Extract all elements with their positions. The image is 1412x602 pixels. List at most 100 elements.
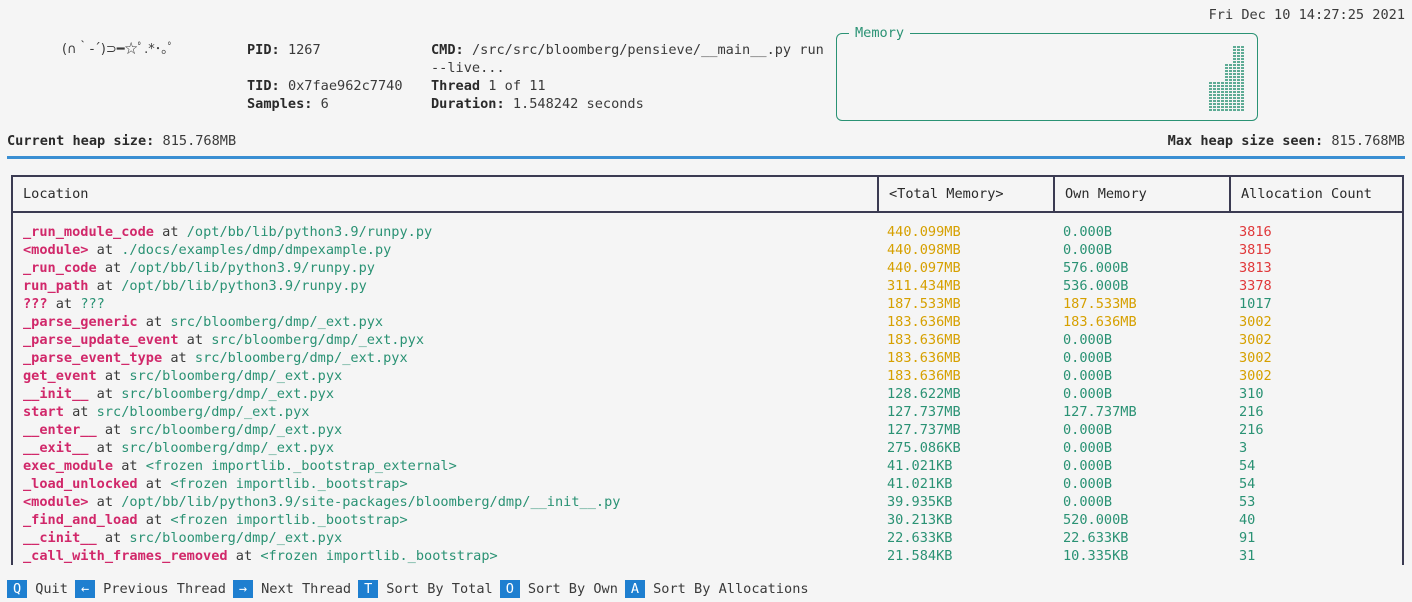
allocation-count-cell: 216 — [1239, 422, 1264, 438]
table-row[interactable]: start at src/bloomberg/dmp/_ext.pyx 127.7… — [13, 403, 1402, 421]
own-memory-cell: 0.000B — [1063, 440, 1113, 456]
pid-value: 1267 — [287, 42, 321, 58]
table-row[interactable]: run_path at /opt/bb/lib/python3.9/runpy.… — [13, 277, 1402, 295]
function-name: _run_code — [23, 260, 97, 276]
samples-value: 6 — [320, 96, 329, 112]
table-row[interactable]: _parse_event_type at src/bloomberg/dmp/_… — [13, 349, 1402, 367]
function-name: _call_with_frames_removed — [23, 548, 228, 564]
table-row[interactable]: _run_code at /opt/bb/lib/python3.9/runpy… — [13, 259, 1402, 277]
function-name: get_event — [23, 368, 97, 384]
file-path: src/bloomberg/dmp/_ext.pyx — [121, 386, 335, 402]
table-row[interactable]: <module> at ./docs/examples/dmp/dmpexamp… — [13, 241, 1402, 259]
file-path: ./docs/examples/dmp/dmpexample.py — [121, 242, 392, 258]
function-name: _find_and_load — [23, 512, 138, 528]
total-memory-cell: 311.434MB — [887, 278, 961, 294]
file-path: src/bloomberg/dmp/_ext.pyx — [129, 422, 343, 438]
key-left-arrow-icon[interactable]: ← — [74, 580, 96, 598]
column-header-allocation-count[interactable]: Allocation Count — [1229, 177, 1402, 211]
samples-line: Samples: 6 — [247, 95, 329, 113]
at-separator: at — [137, 314, 171, 330]
tid-label: TID: — [247, 78, 280, 94]
table-row[interactable]: _call_with_frames_removed at <frozen imp… — [13, 547, 1402, 565]
location-cell: _call_with_frames_removed at <frozen imp… — [23, 547, 498, 565]
column-header-location[interactable]: Location — [23, 186, 89, 202]
allocation-count-cell: 1017 — [1239, 296, 1272, 312]
own-memory-cell: 183.636MB — [1063, 314, 1137, 330]
own-memory-cell: 187.533MB — [1063, 296, 1137, 312]
table-row[interactable]: _load_unlocked at <frozen importlib._boo… — [13, 475, 1402, 493]
allocation-count-cell: 31 — [1239, 548, 1256, 564]
file-path: src/bloomberg/dmp/_ext.pyx — [211, 332, 425, 348]
key-q[interactable]: Q — [7, 580, 28, 598]
function-name: _parse_update_event — [23, 332, 179, 348]
function-name: run_path — [23, 278, 89, 294]
function-name: __enter__ — [23, 422, 97, 438]
location-cell: ??? at ??? — [23, 295, 105, 313]
file-path: src/bloomberg/dmp/_ext.pyx — [96, 404, 310, 420]
allocation-count-cell: 91 — [1239, 530, 1256, 546]
cmd-value: /src/src/bloomberg/pensieve/__main__.py … — [471, 42, 824, 58]
table-row[interactable]: exec_module at <frozen importlib._bootst… — [13, 457, 1402, 475]
current-heap-label: Current heap size: — [7, 133, 155, 149]
own-memory-cell: 0.000B — [1063, 386, 1113, 402]
allocation-count-cell: 216 — [1239, 404, 1264, 420]
file-path: <frozen importlib._bootstrap_external> — [145, 458, 457, 474]
allocation-count-cell: 310 — [1239, 386, 1264, 402]
max-heap-value: 815.768MB — [1331, 133, 1405, 149]
table-row[interactable]: <module> at /opt/bb/lib/python3.9/site-p… — [13, 493, 1402, 511]
key-a[interactable]: A — [624, 580, 646, 598]
table-row[interactable]: _find_and_load at <frozen importlib._boo… — [13, 511, 1402, 529]
pid-line: PID: 1267 — [247, 41, 321, 59]
column-header-own-memory[interactable]: Own Memory — [1053, 177, 1229, 211]
duration-line: Duration: 1.548242 seconds — [431, 95, 644, 113]
location-cell: _load_unlocked at <frozen importlib._boo… — [23, 475, 408, 493]
total-memory-cell: 183.636MB — [887, 350, 961, 366]
key-right-arrow-icon[interactable]: → — [232, 580, 254, 598]
at-separator: at — [88, 494, 122, 510]
allocations-table[interactable]: Location <Total Memory> Own Memory Alloc… — [11, 175, 1404, 565]
total-memory-cell: 127.737MB — [887, 422, 961, 438]
thread-label: Thread — [431, 78, 481, 94]
label-previous-thread: Previous Thread — [103, 581, 226, 597]
footer-item-previous-thread[interactable]: ← Previous Thread — [68, 580, 226, 598]
total-memory-cell: 128.622MB — [887, 386, 961, 402]
own-memory-cell: 10.335KB — [1063, 548, 1129, 564]
file-path: <frozen importlib._bootstrap> — [170, 476, 408, 492]
function-name: ??? — [23, 296, 48, 312]
own-memory-cell: 0.000B — [1063, 242, 1113, 258]
footer-item-next-thread[interactable]: →Next Thread — [226, 580, 351, 598]
location-cell: _find_and_load at <frozen importlib._boo… — [23, 511, 408, 529]
allocation-count-cell: 3816 — [1239, 224, 1272, 240]
location-cell: start at src/bloomberg/dmp/_ext.pyx — [23, 403, 309, 421]
allocation-count-cell: 3002 — [1239, 332, 1272, 348]
table-row[interactable]: _parse_generic at src/bloomberg/dmp/_ext… — [13, 313, 1402, 331]
function-name: _load_unlocked — [23, 476, 138, 492]
header-divider — [7, 156, 1405, 159]
own-memory-cell: 22.633KB — [1063, 530, 1129, 546]
file-path: /opt/bb/lib/python3.9/runpy.py — [186, 224, 433, 240]
tid-value: 0x7fae962c7740 — [287, 78, 403, 94]
max-heap-size: Max heap size seen: 815.768MB — [1168, 132, 1405, 150]
key-t[interactable]: T — [358, 580, 379, 598]
file-path: <frozen importlib._bootstrap> — [170, 512, 408, 528]
max-heap-label: Max heap size seen: — [1167, 133, 1324, 149]
table-row[interactable]: _parse_update_event at src/bloomberg/dmp… — [13, 331, 1402, 349]
table-row[interactable]: _run_module_code at /opt/bb/lib/python3.… — [13, 223, 1402, 241]
function-name: __init__ — [23, 386, 89, 402]
key-o[interactable]: O — [499, 580, 520, 598]
location-cell: run_path at /opt/bb/lib/python3.9/runpy.… — [23, 277, 367, 295]
column-header-total-memory[interactable]: <Total Memory> — [877, 177, 1053, 211]
own-memory-cell: 127.737MB — [1063, 404, 1137, 420]
total-memory-cell: 41.021KB — [887, 476, 953, 492]
